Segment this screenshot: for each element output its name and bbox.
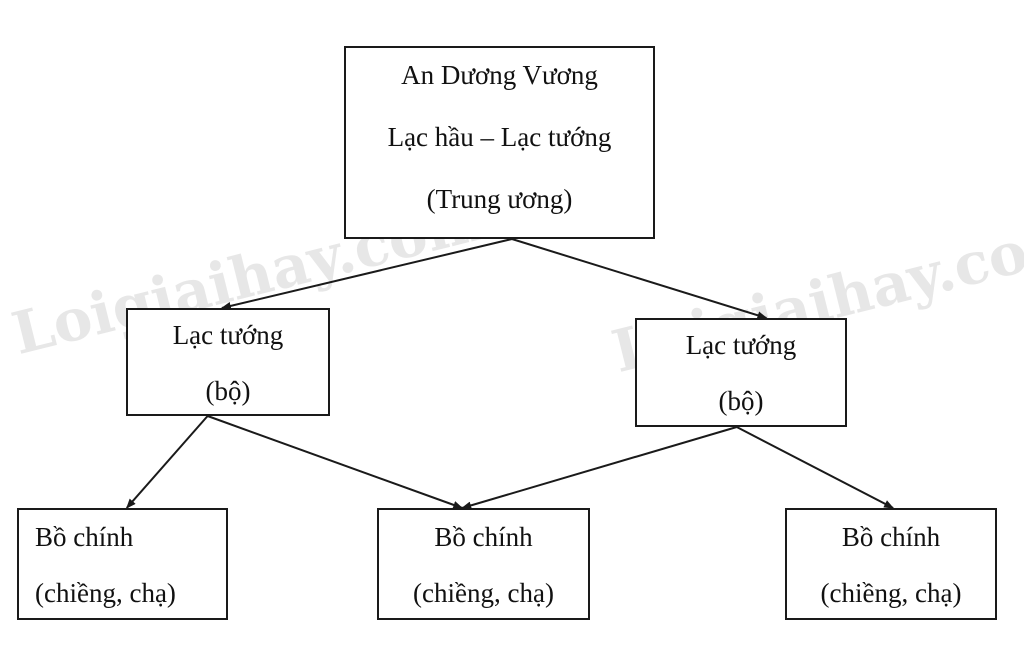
node-line: Bồ chính [841,522,941,552]
node-lac-tuong-left: Lạc tướng (bộ) [126,308,330,416]
node-line: Bồ chính [434,522,533,552]
node-line: (bộ) [205,376,251,406]
arrow-mid-left-to-bot-left [125,415,209,509]
arrow-mid-right-to-bot-right [736,426,895,509]
arrow-top-to-mid-right [511,238,768,320]
node-bo-chinh-middle: Bồ chính (chiềng, chạ) [377,508,590,620]
node-line: An Dương Vương [401,60,598,90]
node-line: (bộ) [718,386,764,416]
node-bo-chinh-right: Bồ chính (chiềng, chạ) [785,508,997,620]
node-line: Lạc tướng [685,330,797,360]
node-line: Bồ chính [35,522,134,552]
node-line: Lạc hầu – Lạc tướng [387,122,612,152]
arrow-top-to-mid-left [220,238,513,310]
node-an-duong-vuong: An Dương Vương Lạc hầu – Lạc tướng (Trun… [344,46,655,239]
node-line: (chiềng, chạ) [413,578,554,608]
node-line: (chiềng, chạ) [35,578,176,608]
node-line: (chiềng, chạ) [820,578,962,608]
node-line: Lạc tướng [172,320,284,350]
arrow-mid-left-to-bot-mid [207,415,464,509]
node-line: (Trung ương) [426,184,573,214]
node-bo-chinh-left: Bồ chính (chiềng, chạ) [17,508,228,620]
node-lac-tuong-right: Lạc tướng (bộ) [635,318,847,427]
arrow-mid-right-to-bot-mid [461,426,738,510]
